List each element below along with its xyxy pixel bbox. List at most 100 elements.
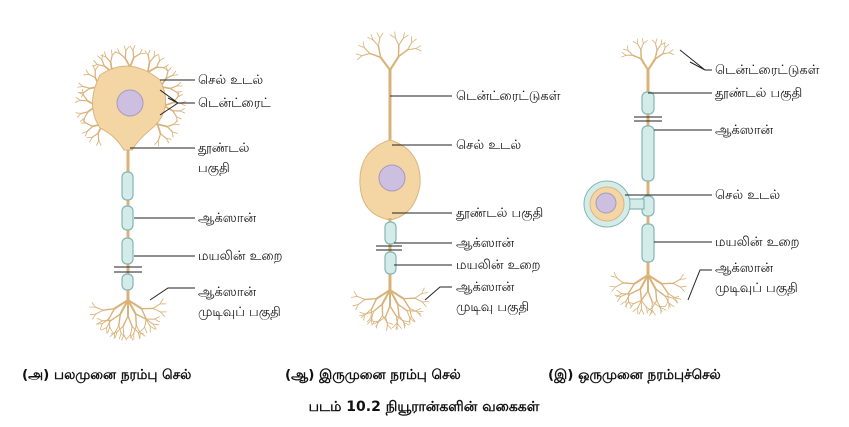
label-dendrites: டென்ட்ரைட்டுகள் — [456, 89, 561, 104]
label-axon: ஆக்ஸான் — [715, 123, 774, 138]
dendrite-branch — [83, 87, 91, 94]
dendrite-branch — [165, 137, 170, 144]
axon-terminal-branch — [160, 311, 165, 317]
axon-terminal-branch — [122, 315, 129, 328]
dendrite-branch — [407, 48, 417, 51]
axon-terminal-branch — [421, 301, 427, 308]
axon-terminal-branch — [382, 315, 388, 323]
dendrite-branch — [664, 44, 670, 48]
dendrite-branch — [158, 55, 160, 62]
dendrite-branch — [632, 41, 638, 45]
axon-terminal-branch — [144, 326, 148, 334]
axon-terminal-branch — [654, 288, 666, 297]
axon-terminal-branch — [129, 326, 133, 336]
axon-terminal-branch — [153, 316, 161, 320]
axon-terminal-branch — [679, 278, 687, 280]
axon-terminal-branch — [356, 295, 366, 300]
label-axon-terminal-2: முடிவுப் பகுதி — [715, 281, 798, 296]
dendrite-branch — [177, 94, 183, 98]
axon-terminal-branch — [664, 301, 669, 308]
caption-multipolar: (அ) பலமுனை நரம்பு செல் — [22, 367, 192, 384]
dendrite-branch — [172, 110, 178, 118]
axon-terminal-branch — [114, 324, 120, 334]
dendrite-branch — [169, 87, 178, 93]
axon-terminal-branch — [387, 324, 392, 330]
dendrite-branch — [97, 55, 103, 60]
dendrite-branch — [82, 130, 88, 134]
axon-terminal-branch — [414, 308, 422, 312]
axon-terminal-branch — [402, 297, 416, 300]
dendrite-branch — [125, 46, 130, 52]
axon-terminal-branch — [386, 322, 394, 325]
axon-terminal-branch — [664, 295, 674, 299]
dendrite-branch — [119, 52, 126, 59]
dendrite-branch — [636, 43, 642, 51]
dendrite-branch — [83, 111, 89, 119]
dendrite-branch — [654, 49, 658, 60]
axon-terminal-branch — [106, 320, 112, 329]
dendrite-branch — [369, 52, 382, 59]
dendrite-branch — [92, 65, 96, 71]
axon-terminal-branch — [664, 295, 670, 304]
label-axon: ஆக்ஸான் — [198, 211, 257, 226]
bipolar-nucleus — [378, 164, 406, 192]
axon-terminal-branch — [137, 331, 140, 339]
dendrite-branch — [148, 56, 155, 63]
dendrite-branch — [96, 140, 100, 146]
axon-terminal-branch — [647, 274, 657, 291]
dendrite-branch — [388, 55, 400, 72]
axon-terminal-branch — [611, 286, 617, 292]
label-trigger-zone: தூண்டல் — [198, 141, 250, 156]
axon-terminal-branch — [628, 301, 633, 308]
axon-terminal-branch — [389, 289, 405, 300]
axon-terminal-branch — [639, 288, 643, 302]
dendrite-branch — [76, 113, 82, 118]
axon-terminal-branch — [649, 309, 653, 316]
axon-terminal-branch — [364, 308, 373, 315]
axon-terminal-branch — [389, 289, 399, 306]
dendrite-branch — [79, 117, 85, 122]
dendrite-branch — [165, 137, 172, 140]
dendrite-branch — [379, 56, 392, 72]
dendrite-branch — [133, 53, 141, 59]
axon-terminal-branch — [616, 296, 622, 302]
dendrite-branch — [147, 54, 151, 63]
axon-terminal-branch — [139, 326, 145, 332]
dendrite-branch — [415, 45, 422, 49]
dendrite-branch — [83, 117, 85, 124]
axon-terminal-branch — [370, 297, 378, 310]
dendrite-branch — [398, 37, 404, 46]
axon-terminal-branch — [620, 300, 627, 305]
axon-terminal-branch — [91, 301, 96, 308]
dendrite-branch — [169, 85, 178, 90]
axon-terminal-branch — [370, 316, 375, 323]
dendrite-branch — [176, 116, 178, 123]
dendrite-branch — [664, 42, 666, 48]
axon-terminal-branch — [633, 299, 642, 305]
dendrite-branch — [74, 99, 81, 103]
dendrite-branch — [146, 66, 158, 74]
dendrite-branch — [376, 32, 381, 39]
dendrite-branch — [155, 60, 161, 68]
axon-terminal-branch — [110, 313, 122, 322]
axon-terminal-branch — [647, 290, 653, 303]
axon-terminal-branch — [645, 306, 652, 311]
dendrite-branch — [641, 38, 644, 44]
axon-terminal-branch — [674, 297, 682, 300]
axon-terminal-branch — [135, 325, 141, 334]
dendrite-branch — [114, 51, 121, 54]
dendrite-branch — [362, 41, 365, 48]
dendrite-branch — [105, 56, 112, 63]
dendrite-branch — [132, 49, 135, 59]
axon-terminal-branch — [140, 307, 147, 320]
axon-terminal-branch — [114, 331, 118, 339]
axon-terminal-branch — [100, 327, 108, 331]
dendrite-branch — [124, 50, 127, 59]
label-dendrites: டென்ட்ரைட்டுகள் — [715, 63, 820, 78]
dendrite-branch — [129, 45, 134, 51]
axon-terminal-branch — [353, 291, 358, 297]
axon-terminal-branch — [679, 286, 685, 292]
axon-terminal-branch — [351, 296, 358, 298]
dendrite-branch — [642, 40, 648, 44]
dendrite-branch — [144, 50, 149, 56]
